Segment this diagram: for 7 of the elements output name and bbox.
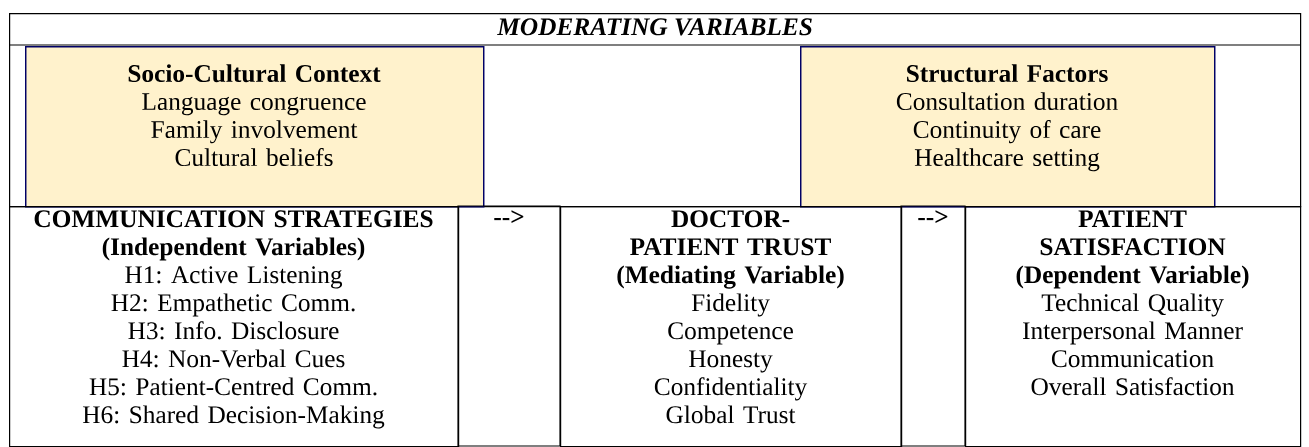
arrow-text-cell: --> [457,205,561,447]
factor-box: Socio-Cultural Context Language congruence Family involvement Cultural beliefs [25,46,485,208]
table-cell: PATIENT SATISFACTION (Dependent Variable) Technical Quality Interpersonal Manner Communication Overall Satisfaction [965,206,1302,447]
table-cell: COMMUNICATION STRATEGIES (Independent Variables) H1: Active Listening H2: Empathetic Comm. H3: Info. Disclosure H4: Non-Verbal Cues H5: Patient-Centred Comm. H6: Shared Decision-Making [9,206,460,447]
arrow-text-cell: --> [900,205,966,447]
table-cell: DOCTOR-PATIENT TRUST (Mediating Variable) Fidelity Competence Honesty Confidentiality Global Trust [560,206,903,447]
factor-box: Structural Factors Consultation duration Continuity of care Healthcare setting [800,46,1216,208]
